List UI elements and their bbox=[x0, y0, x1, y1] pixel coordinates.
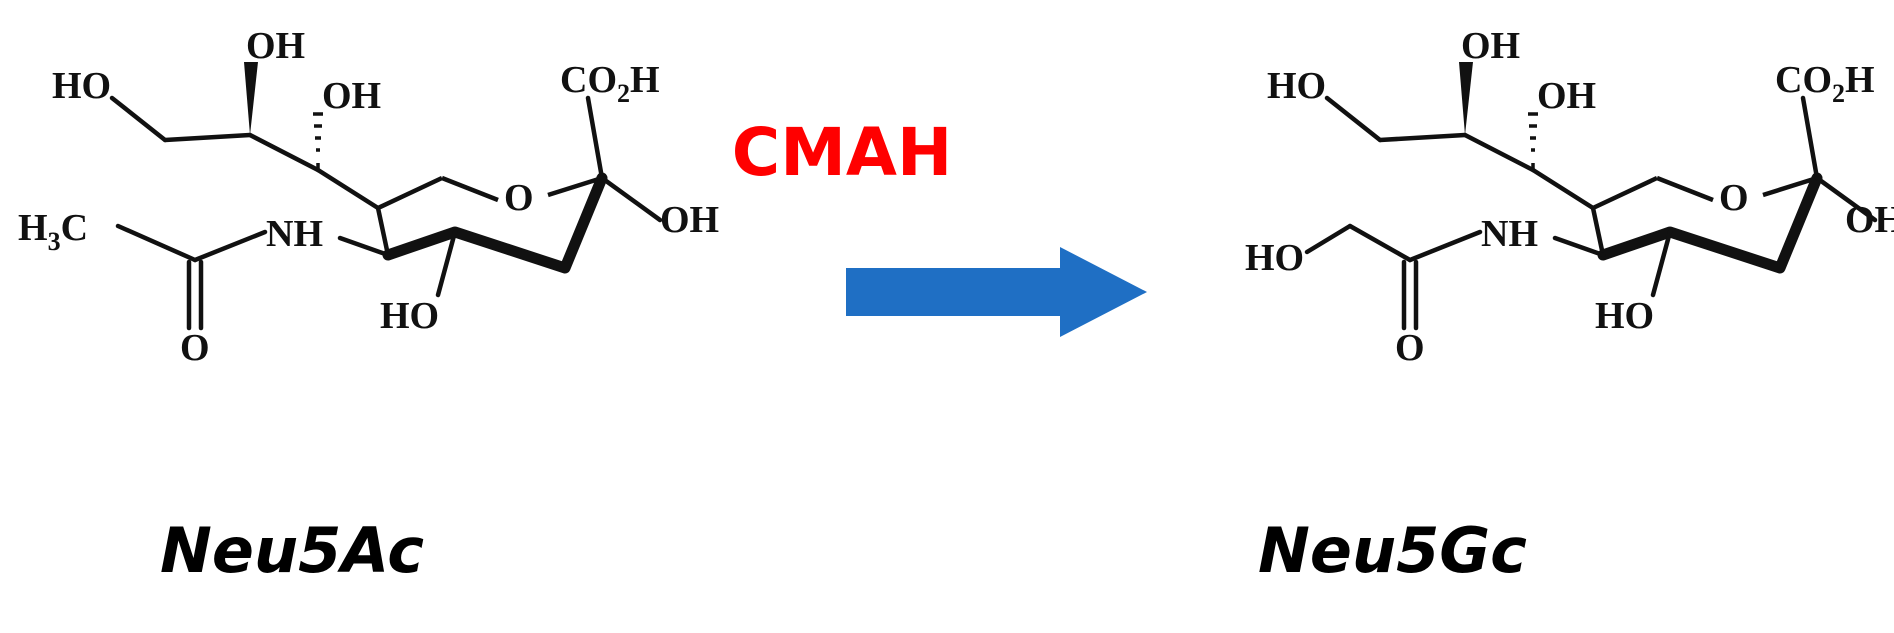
atom-label: OH bbox=[1461, 25, 1520, 67]
bond bbox=[1324, 95, 1383, 143]
ring-bond bbox=[375, 207, 391, 256]
atom-label: CO2H bbox=[1775, 59, 1875, 108]
atom-label: HO bbox=[52, 65, 111, 107]
atom-label: HO bbox=[1245, 237, 1304, 279]
ring-bond bbox=[441, 175, 499, 203]
bond bbox=[162, 132, 253, 143]
bond bbox=[247, 132, 321, 173]
bond bbox=[1650, 229, 1673, 298]
ring-bond bbox=[1656, 175, 1714, 203]
atom-label: OH bbox=[322, 75, 381, 117]
bond bbox=[109, 95, 168, 143]
bond bbox=[1814, 175, 1878, 223]
ring-bond bbox=[547, 175, 603, 198]
ring-bond bbox=[1590, 207, 1606, 256]
enzyme-label: CMAH bbox=[732, 114, 952, 191]
atom-label: O bbox=[504, 177, 534, 219]
right-arrow-icon bbox=[846, 247, 1147, 337]
neu5gc-structure: HO OH OH CO2H O OH HO NH O HO bbox=[1245, 25, 1894, 369]
atom-label: HO bbox=[1595, 295, 1654, 337]
substrate-name: Neu5Ac bbox=[160, 514, 424, 587]
atom-label: H3C bbox=[18, 207, 88, 256]
atom-label: NH bbox=[1481, 213, 1538, 255]
neu5ac-structure: HO OH OH CO2H O OH H3C NH O HO bbox=[18, 25, 719, 369]
hashed-bond bbox=[313, 112, 323, 170]
bond bbox=[192, 229, 268, 263]
bond bbox=[1347, 223, 1413, 263]
bond bbox=[1462, 132, 1536, 173]
wedge-bond bbox=[1459, 62, 1473, 135]
hashed-bond bbox=[1528, 112, 1538, 170]
atom-label: OH bbox=[246, 25, 305, 67]
atom-label: OH bbox=[1845, 199, 1894, 241]
bond bbox=[1304, 223, 1353, 255]
atom-label: OH bbox=[1537, 75, 1596, 117]
ring-bond bbox=[1592, 175, 1658, 211]
atom-label: NH bbox=[266, 213, 323, 255]
bond bbox=[1407, 229, 1483, 263]
ring-front-bond bbox=[382, 172, 608, 274]
atom-label: CO2H bbox=[560, 59, 660, 108]
atom-label: O bbox=[180, 327, 210, 369]
bond bbox=[585, 95, 605, 181]
atom-label: OH bbox=[660, 199, 719, 241]
atom-label: O bbox=[1719, 177, 1749, 219]
bond bbox=[1377, 132, 1468, 143]
wedge-bond bbox=[244, 62, 258, 135]
bond bbox=[115, 223, 198, 263]
atom-label: HO bbox=[380, 295, 439, 337]
bond bbox=[599, 175, 663, 223]
bond bbox=[1800, 95, 1820, 181]
bond bbox=[435, 229, 458, 298]
ring-bond bbox=[1762, 175, 1818, 198]
bond bbox=[1552, 235, 1606, 258]
ring-bond bbox=[377, 175, 443, 211]
bond bbox=[315, 167, 381, 211]
atom-label: O bbox=[1395, 327, 1425, 369]
atom-label: HO bbox=[1267, 65, 1326, 107]
ring-front-bond bbox=[1597, 172, 1823, 274]
reaction-arrow: CMAH bbox=[732, 114, 1147, 337]
bond bbox=[1530, 167, 1596, 211]
bond bbox=[337, 235, 391, 258]
product-name: Neu5Gc bbox=[1258, 514, 1527, 587]
